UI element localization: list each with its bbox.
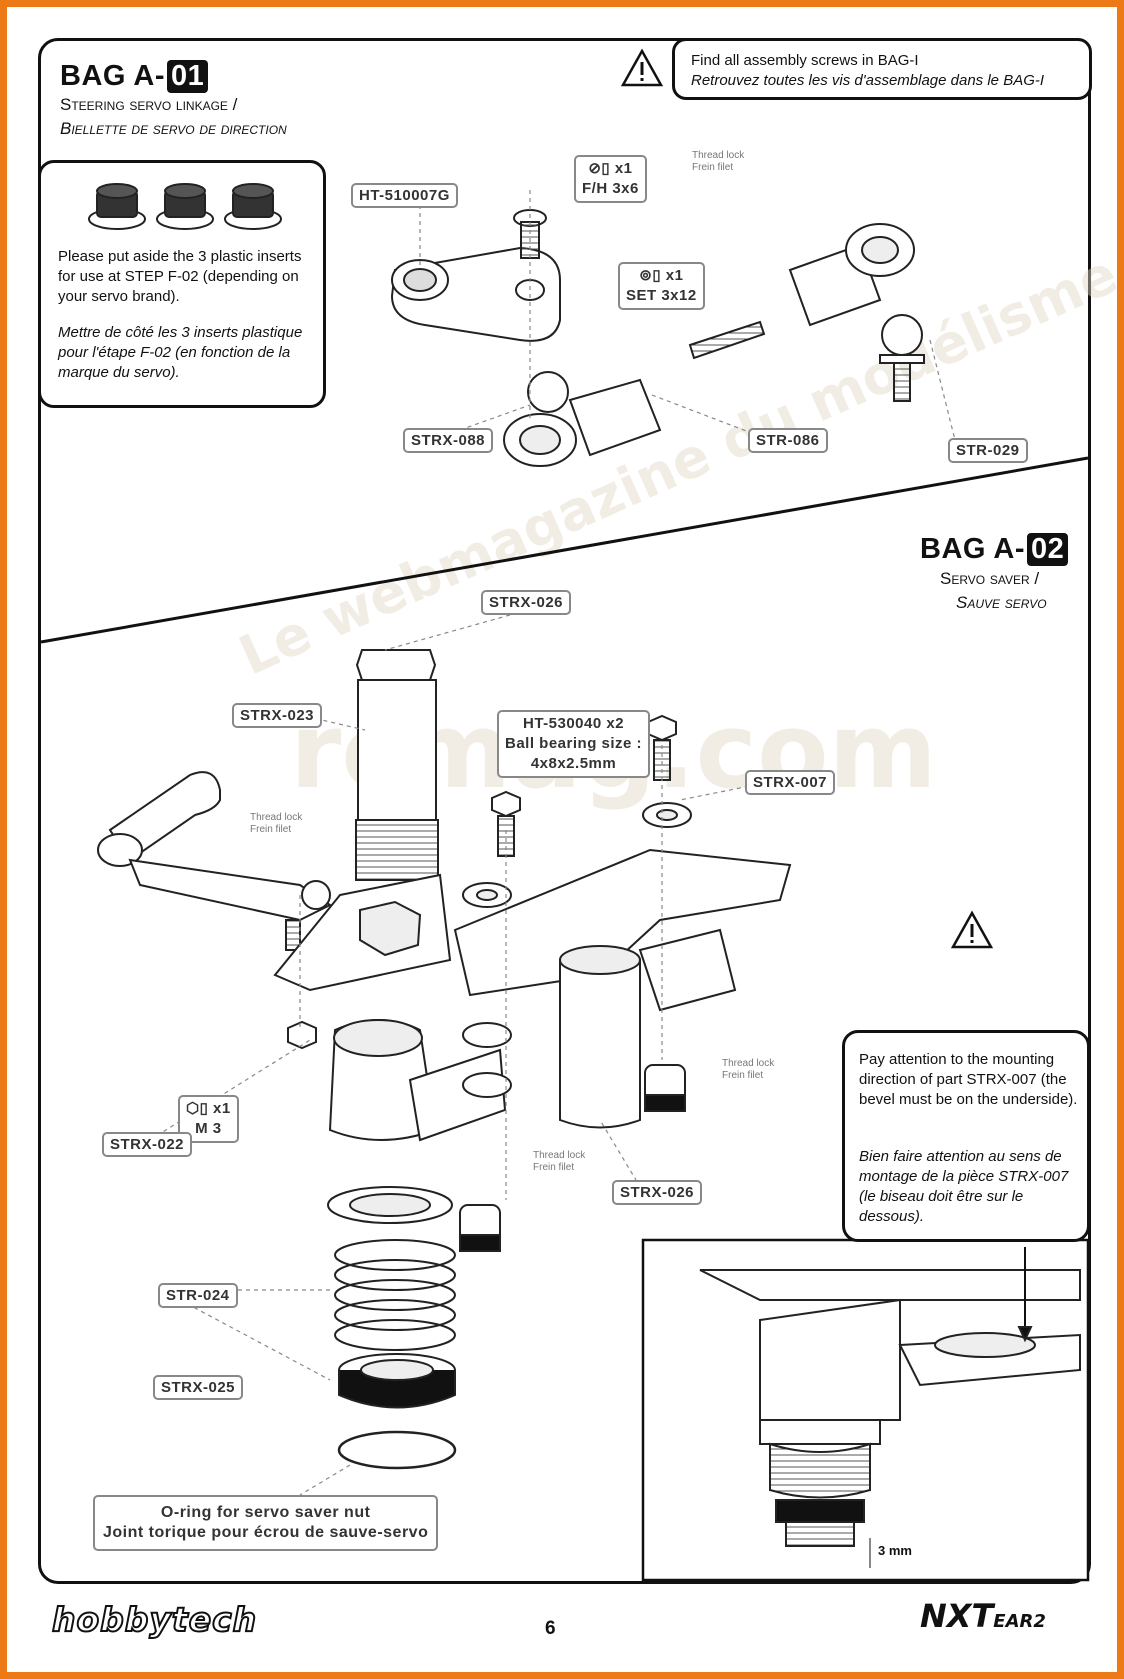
direction-note-en: Pay attention to the mounting direction … <box>859 1051 1078 1108</box>
part-tag-strx025: STRX-025 <box>153 1375 244 1400</box>
part-tag-strx088: STRX-088 <box>403 428 494 453</box>
part-tag-strx026-top: STRX-026 <box>481 590 572 615</box>
steering-link-arm <box>108 771 221 862</box>
part-tag-str029: STR-029 <box>948 438 1028 463</box>
plastic-inserts-illustration <box>88 183 282 230</box>
warning-icon-2 <box>950 910 994 949</box>
part-tag-strx007: STRX-007 <box>745 770 836 795</box>
bag-a02-number: 02 <box>1027 533 1069 566</box>
direction-note-fr: Bien faire attention au sens de montage … <box>859 1148 1069 1225</box>
inserts-note-fr: Mettre de côté les 3 inserts plastique p… <box>58 324 303 381</box>
hobbytech-logo: hobbytech <box>51 1599 258 1640</box>
set-screw-icon: ⊚▯ <box>639 267 662 284</box>
bag-a01-subtitle-en: Steering servo linkage / <box>60 95 238 114</box>
hex-screw-left <box>491 790 521 818</box>
o-ring <box>337 1430 457 1470</box>
screw-note-en: Find all assembly screws in BAG-I <box>691 52 919 69</box>
part-tag-str024: STR-024 <box>158 1283 238 1308</box>
bellcrank-body <box>453 848 792 997</box>
nxt-logo: NXTEAR2 <box>920 1597 1046 1635</box>
part-tag-strx022: STRX-022 <box>102 1132 193 1157</box>
screw-icon: ⊘▯ <box>588 160 611 177</box>
screw-location-note: Find all assembly screws in BAG-I Retrou… <box>672 38 1092 100</box>
section-divider <box>40 456 1089 644</box>
bag-a01-number: 01 <box>167 60 209 93</box>
part-tag-strx026-bottom: STRX-026 <box>612 1180 703 1205</box>
page-number: 6 <box>545 1618 556 1639</box>
part-tag-ht510007g: HT-510007G <box>351 183 458 208</box>
ball-strx088 <box>527 371 569 413</box>
bag-a02-title: BAG A-02 <box>920 533 1069 566</box>
screw-note-fr: Retrouvez toutes les vis d'assemblage da… <box>691 72 1045 89</box>
part-tag-str086: STR-086 <box>748 428 828 453</box>
nut-icon: ⬡▯ <box>186 1100 209 1117</box>
nut-m3 <box>287 1020 317 1050</box>
bag-a02-subtitle-en: Servo saver / <box>940 569 1040 588</box>
spring-str024 <box>334 1239 456 1351</box>
part-tag-strx023: STRX-023 <box>232 703 323 728</box>
hex-screw-right <box>647 714 677 742</box>
bag-a02-subtitle-fr: Sauve servo <box>956 593 1047 612</box>
set-screw-3x12 <box>688 320 766 360</box>
dimension-label: 3 mm <box>878 1543 912 1558</box>
direction-note-box: Pay attention to the mounting direction … <box>842 1030 1090 1242</box>
bag-a01-title: BAG A-01 <box>60 60 209 93</box>
inserts-note-en: Please put aside the 3 plastic inserts f… <box>58 248 302 305</box>
post-strx023 <box>355 649 437 681</box>
inserts-note-box: Please put aside the 3 plastic inserts f… <box>38 160 326 408</box>
ball-stud-str029 <box>881 314 923 356</box>
detail-inset <box>641 1238 1090 1582</box>
warning-icon <box>620 48 664 87</box>
bag-a01-subtitle-fr: Biellette de servo de direction <box>60 119 287 138</box>
